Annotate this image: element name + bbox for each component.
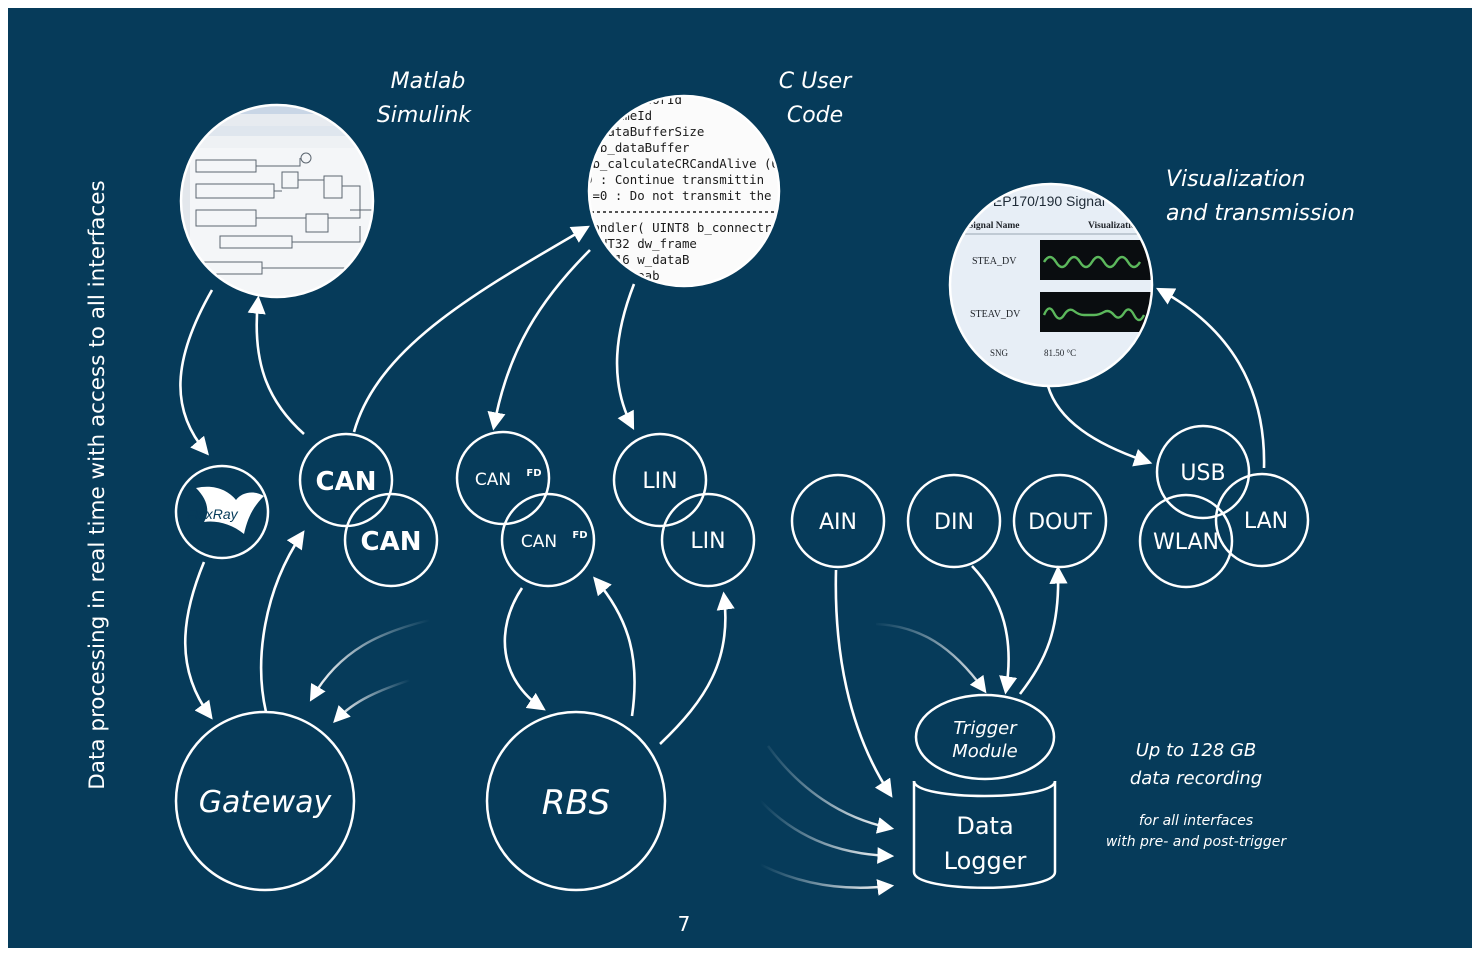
vis-col-visualization: Visualizatio	[1088, 221, 1136, 231]
arrow-lan-to-visualization	[1156, 287, 1266, 469]
code-line: pab_dataBuffer	[585, 140, 689, 155]
arrow-can-to-ccode	[352, 225, 590, 433]
arrow-rbs-to-canfd	[593, 576, 636, 717]
matlab-label-line1: Matlab	[391, 69, 466, 94]
matlab-label-line2: Simulink	[377, 103, 473, 128]
logger-label-line2: Logger	[944, 847, 1027, 875]
canfd-node-2: CAN FD	[500, 492, 596, 588]
can-node-2: CAN	[343, 492, 439, 588]
c-code-screenshot: * connectorId w_frameId w_dataBufferSize…	[585, 92, 781, 288]
arrow-can2-to-gateway-faded	[333, 678, 411, 724]
code-line: pb_calculateCRCandAlive (O	[585, 156, 779, 171]
code-line: UINT16 w_dataB	[585, 252, 689, 267]
arrow-visualization-to-usb	[1046, 385, 1153, 467]
logger-note-line1: for all interfaces	[1139, 813, 1253, 829]
logger-note-line2: with pre- and post-trigger	[1106, 834, 1288, 850]
arrow-canfd-to-rbs	[503, 587, 546, 711]
code-line: w_dataBufferSize	[585, 124, 704, 139]
lin-label-1: LIN	[642, 469, 677, 494]
dout-node: DOUT	[1012, 473, 1108, 569]
wlan-node: WLAN	[1138, 493, 1234, 589]
vis-col-signal: Signal Name	[968, 221, 1019, 231]
flexray-node: FlexRay	[174, 464, 270, 560]
vis-row-3-value: 81.50 °C	[1044, 348, 1076, 358]
gateway-node: Gateway	[174, 710, 356, 892]
canfd-sup-1: FD	[526, 468, 541, 479]
visualization-screenshot: RC-EP170/190 Signal V Signal Name Visual…	[948, 182, 1154, 388]
lan-label: LAN	[1244, 509, 1288, 534]
vis-window-title: RC-EP170/190 Signal V	[968, 193, 1119, 209]
arrow-din-to-trigger	[971, 565, 1018, 695]
usb-label: USB	[1180, 461, 1225, 486]
capacity-line2: data recording	[1130, 768, 1262, 789]
canfd-node-1: CAN FD	[455, 430, 551, 526]
arrow-faded-to-logger-3	[747, 856, 895, 896]
code-line: * connectorId	[585, 92, 682, 107]
code-line: UINT8 *pab	[585, 268, 660, 283]
can-node-1: CAN	[298, 432, 394, 528]
arrow-flexray-to-gateway	[183, 561, 213, 720]
code-line: !=0 : Do not transmit the	[585, 188, 772, 203]
visualization-label-line2: and transmission	[1166, 201, 1355, 226]
lin-label-2: LIN	[690, 529, 725, 554]
side-caption: Data processing in real time with access…	[85, 180, 110, 790]
din-label: DIN	[934, 510, 974, 535]
code-line: 0 : Continue transmittin	[585, 172, 764, 187]
arrow-gateway-to-can	[259, 530, 305, 713]
wlan-label: WLAN	[1153, 530, 1219, 555]
arrow-faded-to-trigger	[875, 622, 987, 694]
dout-label: DOUT	[1028, 510, 1092, 535]
c-code-label-line2: Code	[787, 103, 843, 128]
trigger-label-line1: Trigger	[953, 718, 1018, 739]
din-node: DIN	[906, 473, 1002, 569]
rbs-node: RBS	[485, 710, 667, 892]
usb-node: USB	[1155, 424, 1251, 520]
arrow-faded-to-logger-1	[767, 745, 895, 834]
ain-node: AIN	[790, 473, 886, 569]
capacity-line1: Up to 128 GB	[1136, 740, 1257, 761]
vis-row-3: SNG	[990, 348, 1009, 358]
trigger-label-line2: Module	[952, 741, 1017, 762]
can-label-2: CAN	[361, 527, 422, 557]
logger-label-line1: Data	[956, 812, 1013, 840]
arrow-ain-to-logger	[834, 569, 893, 798]
flexray-label: FlexRay	[186, 506, 238, 522]
vis-row-2: STEAV_DV	[970, 309, 1021, 320]
arrow-trigger-to-dout	[1018, 565, 1068, 695]
data-logger: Trigger Module Data Logger	[912, 693, 1057, 889]
canfd-label-2: CAN	[521, 532, 557, 552]
can-label-1: CAN	[316, 467, 377, 497]
arrow-matlab-to-flexray	[179, 289, 214, 456]
rbs-label: RBS	[542, 783, 611, 823]
arrow-ccode-to-lin	[615, 283, 636, 431]
page-number: 7	[678, 912, 691, 936]
trigger-module	[914, 693, 1056, 781]
connectors	[179, 225, 1266, 896]
arrow-can-to-matlab	[247, 295, 305, 435]
canfd-sup-2: FD	[572, 530, 587, 541]
visualization-label-line1: Visualization	[1166, 167, 1305, 192]
gateway-label: Gateway	[199, 785, 333, 820]
ain-label: AIN	[819, 510, 857, 535]
code-line: Handler( UINT8 b_connectr	[585, 220, 772, 235]
code-line: UINT32 dw_frame	[585, 236, 697, 251]
lin-node-1: LIN	[612, 432, 708, 528]
vis-row-1: STEA_DV	[972, 256, 1017, 267]
arrow-rbs-to-lin	[659, 591, 735, 745]
lan-node: LAN	[1214, 472, 1310, 568]
arrow-faded-to-logger-2	[755, 795, 895, 864]
simulink-screenshot	[179, 103, 375, 299]
arrow-can-to-gateway-faded	[309, 618, 431, 702]
lin-node-2: LIN	[660, 492, 756, 588]
arrow-ccode-to-canfd	[487, 249, 591, 431]
c-code-label-line1: C User	[779, 69, 853, 94]
flexray-logo-icon	[196, 486, 264, 534]
canfd-label-1: CAN	[475, 470, 511, 490]
